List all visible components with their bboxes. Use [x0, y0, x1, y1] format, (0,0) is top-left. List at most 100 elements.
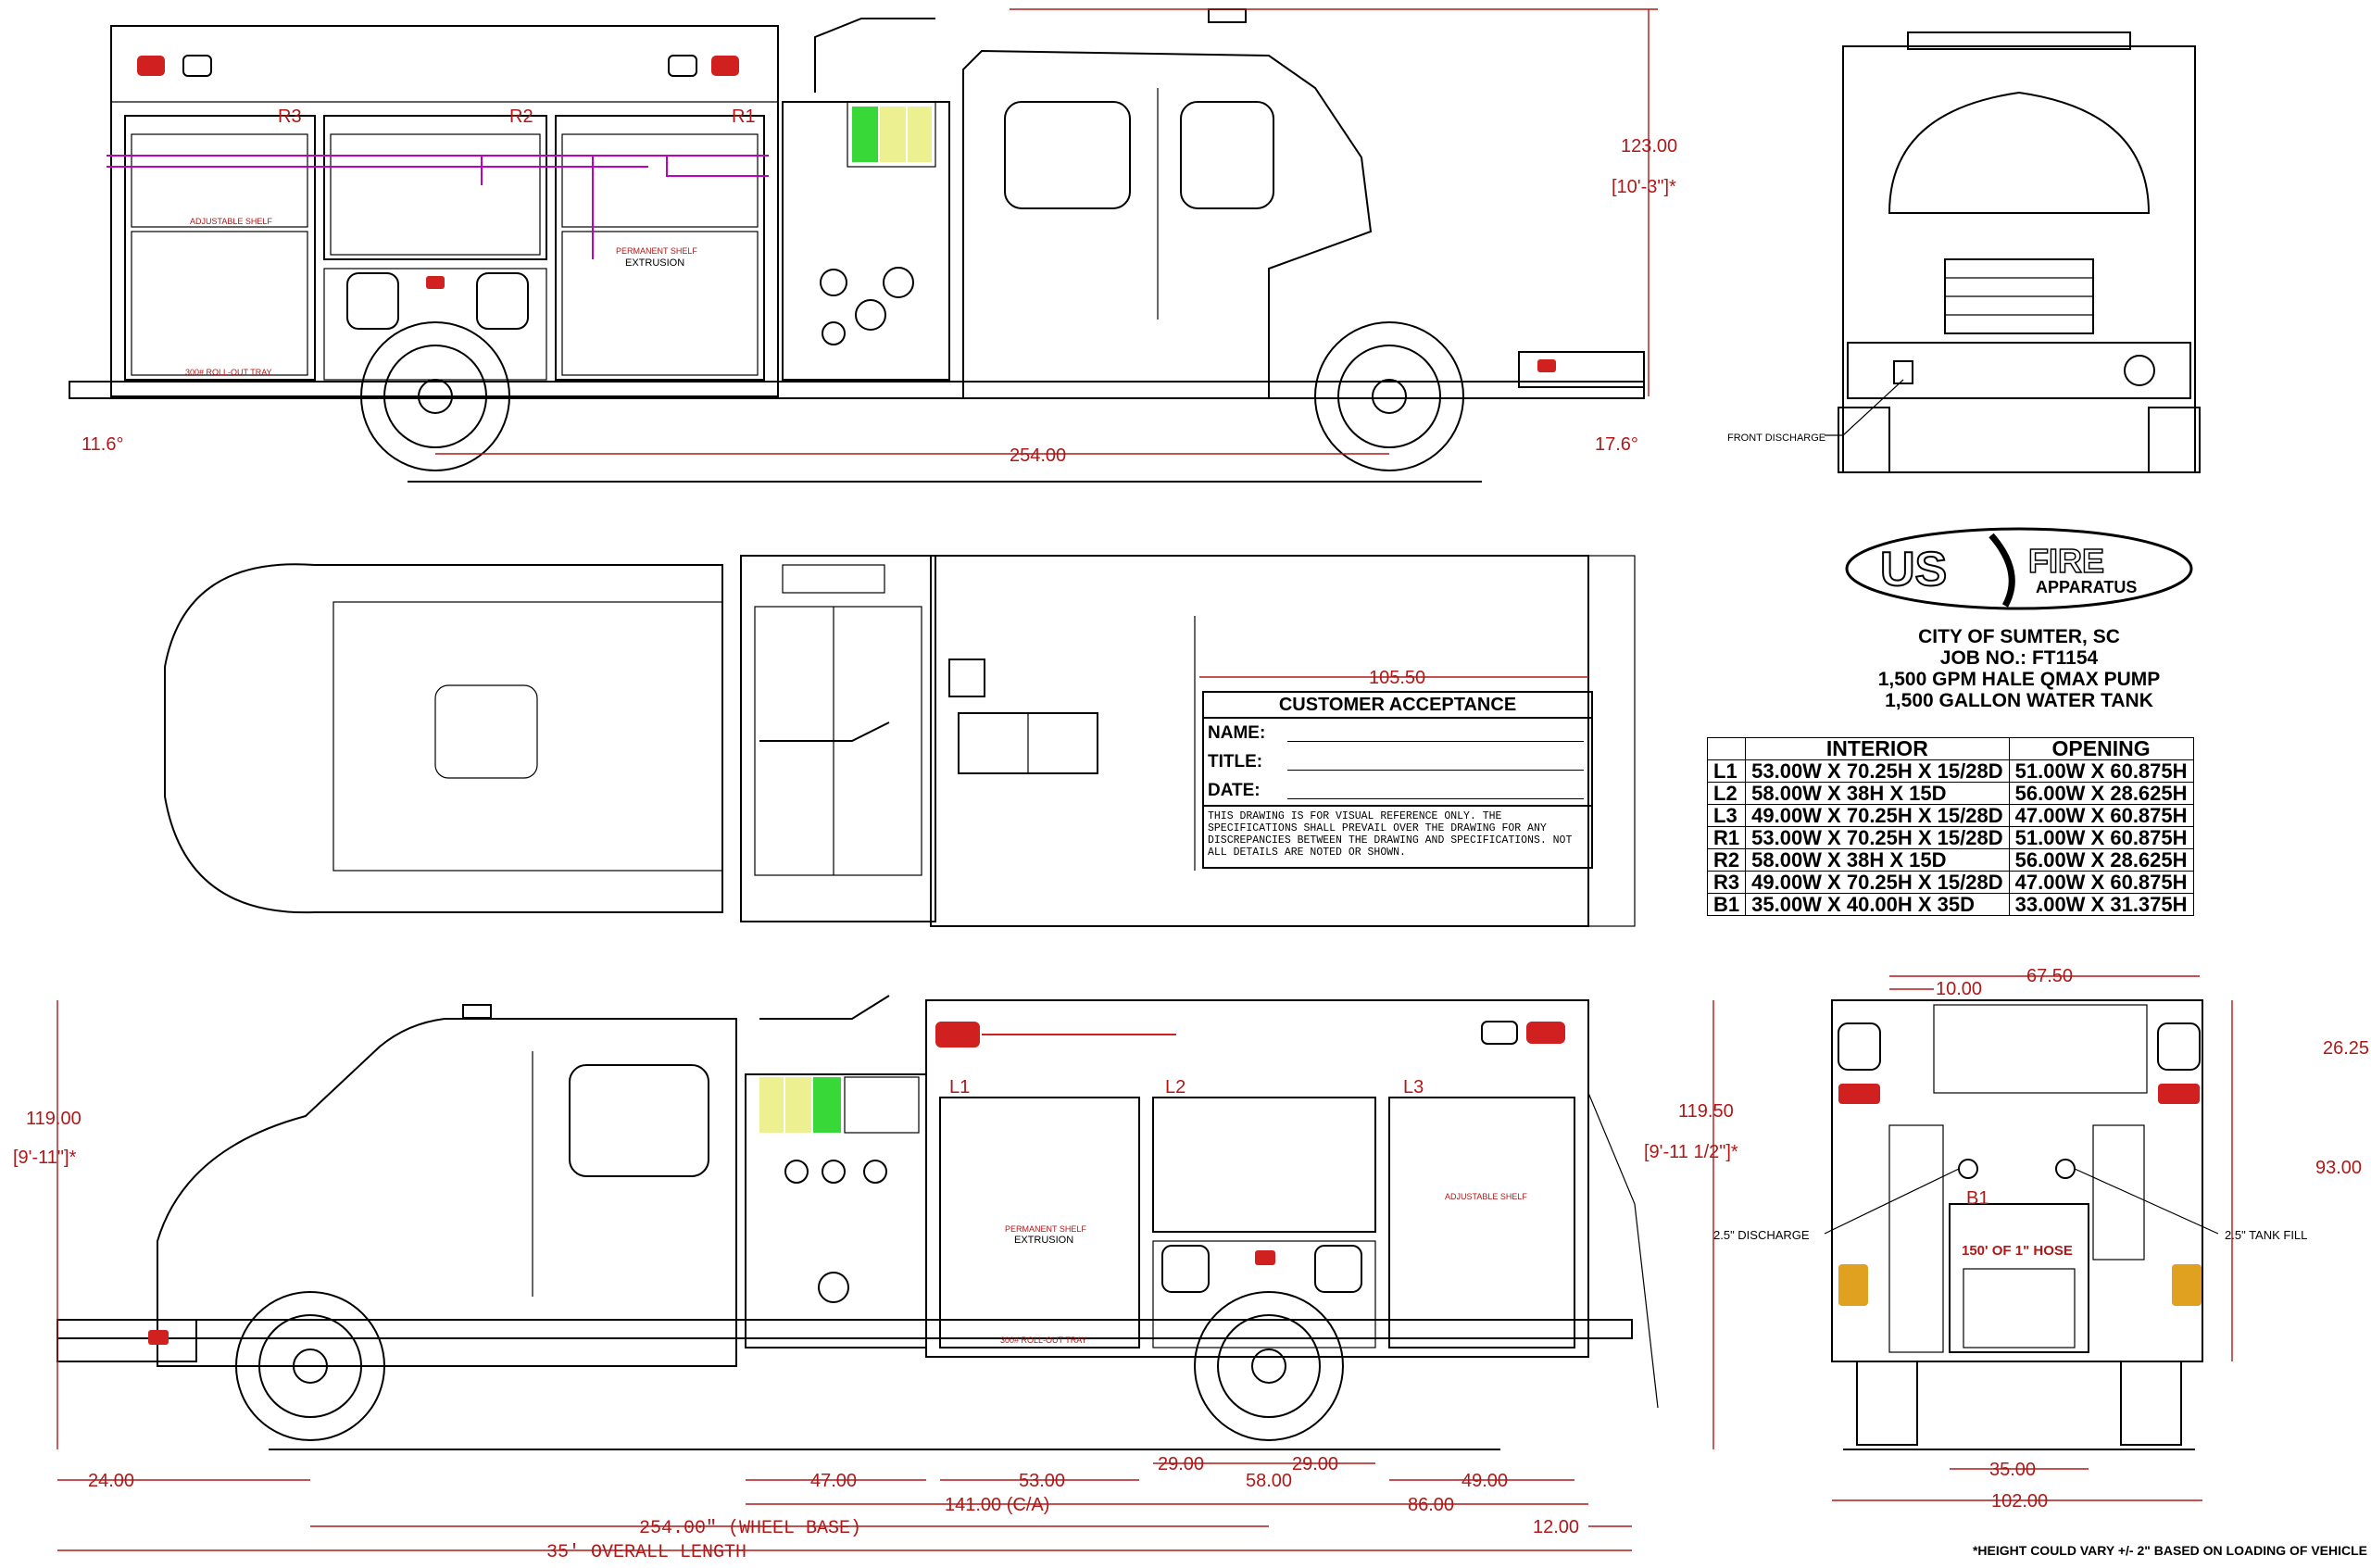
- table-cell: B1: [1706, 893, 1747, 916]
- label-r2: R2: [509, 107, 533, 127]
- label-permanent-shelf-l: PERMANENT SHELF: [1005, 1224, 1086, 1234]
- height-footnote: *HEIGHT COULD VARY +/- 2" BASED ON LOADI…: [1972, 1543, 2367, 1558]
- acceptance-date-label: DATE:: [1208, 781, 1261, 800]
- table-cell: 47.00W X 60.875H: [2008, 804, 2194, 827]
- label-rollout-tray: 300# ROLL-OUT TRAY: [185, 368, 272, 377]
- logo-apparatus: APPARATUS: [2036, 578, 2137, 596]
- compartment-b1: [1949, 1203, 2089, 1353]
- dim-rear-overall-width: 102.00: [1991, 1491, 2048, 1512]
- dim-rear-lower: 93.00: [2315, 1158, 2362, 1178]
- table-cell: 33.00W X 31.375H: [2008, 893, 2194, 916]
- table-cell: 35.00W X 40.00H X 35D: [1745, 893, 2010, 916]
- compartment-l2: [1152, 1097, 1376, 1233]
- dim-rear-overhang: 12.00: [1533, 1517, 1579, 1537]
- customer-acceptance-box: CUSTOMER ACCEPTANCE NAME: TITLE: DATE: T…: [1202, 691, 1593, 869]
- table-header-cell: INTERIOR: [1745, 737, 2010, 760]
- label-discharge: 2.5" DISCHARGE: [1713, 1228, 1810, 1242]
- table-cell: L2: [1706, 782, 1747, 805]
- acceptance-title-field[interactable]: TITLE:: [1204, 747, 1591, 776]
- dim-l2-half-b: 29.00: [1292, 1454, 1338, 1474]
- compartment-r3: [124, 115, 316, 381]
- compartment-l1: [939, 1097, 1140, 1348]
- label-l2: L2: [1165, 1077, 1186, 1098]
- dim-departure-angle: 17.6°: [1595, 434, 1638, 455]
- table-cell: 56.00W X 28.625H: [2008, 848, 2194, 872]
- table-cell: R1: [1706, 826, 1747, 849]
- table-cell: R2: [1706, 848, 1747, 872]
- table-cell: 58.00W X 38H X 15D: [1745, 848, 2010, 872]
- dim-cab-height-ft: [9'-11"]*: [13, 1148, 77, 1168]
- dim-overall-height-ft: [10'-3"]*: [1612, 177, 1676, 197]
- label-r1: R1: [732, 107, 756, 127]
- label-rollout-tray-l: 300# ROLL-OUT TRAY: [1000, 1336, 1087, 1345]
- left-side-view: L1 L2 L3 PERMANENT SHELF EXTRUSION ADJUS…: [13, 995, 1738, 1563]
- dim-body-height-ft: [9'-11 1/2"]*: [1644, 1142, 1738, 1162]
- logo-us: US: [1880, 543, 1947, 596]
- dim-approach-angle: 11.6°: [82, 434, 123, 455]
- label-adjustable-shelf-l: ADJUSTABLE SHELF: [1445, 1192, 1527, 1201]
- job-city: CITY OF SUMTER, SC: [1918, 626, 2120, 647]
- job-number: JOB NO.: FT1154: [1939, 647, 2099, 669]
- acceptance-title: CUSTOMER ACCEPTANCE: [1204, 693, 1591, 719]
- table-cell: L1: [1706, 759, 1747, 783]
- dim-pump-panel: 47.00: [810, 1471, 857, 1491]
- job-info: CITY OF SUMTER, SC JOB NO.: FT1154 1,500…: [1815, 626, 2223, 711]
- dim-l1-width: 53.00: [1019, 1471, 1065, 1491]
- us-fire-apparatus-logo: US FIRE APPARATUS: [1845, 527, 2193, 610]
- label-l1: L1: [949, 1077, 970, 1098]
- table-cell: R3: [1706, 871, 1747, 894]
- label-extrusion-l: EXTRUSION: [1014, 1235, 1073, 1246]
- table-cell: 51.00W X 60.875H: [2008, 759, 2194, 783]
- top-view: 105.50: [164, 555, 1636, 927]
- acceptance-disclaimer: THIS DRAWING IS FOR VISUAL REFERENCE ONL…: [1204, 805, 1591, 864]
- dim-overall-length: 35' OVERALL LENGTH: [546, 1542, 746, 1563]
- table-header: INTERIOR OPENING: [1706, 737, 2194, 760]
- label-adjustable-shelf: ADJUSTABLE SHELF: [190, 217, 272, 226]
- compartment-r1: [555, 115, 765, 381]
- table-cell: 56.00W X 28.625H: [2008, 782, 2194, 805]
- label-front-discharge: FRONT DISCHARGE: [1727, 433, 1825, 444]
- dim-cab-to-axle: 141.00 (C/A): [945, 1495, 1049, 1515]
- dim-top-width: 105.50: [1369, 668, 1425, 688]
- table-header-cell: [1706, 737, 1747, 760]
- dim-l3-width: 49.00: [1461, 1471, 1508, 1491]
- dim-front-overhang: 24.00: [88, 1471, 134, 1491]
- acceptance-date-field[interactable]: DATE:: [1204, 776, 1591, 805]
- dim-rear-offset: 10.00: [1936, 979, 1982, 999]
- compartment-l3: [1388, 1097, 1575, 1348]
- table-cell: 49.00W X 70.25H X 15/28D: [1745, 804, 2010, 827]
- label-r3: R3: [278, 107, 302, 127]
- dim-l2-width: 58.00: [1246, 1471, 1292, 1491]
- dim-overall-height: 123.00: [1621, 136, 1677, 157]
- dim-l2-half-a: 29.00: [1158, 1454, 1204, 1474]
- dim-rear-b1: 35.00: [1989, 1460, 2036, 1480]
- front-view: FRONT DISCHARGE: [1727, 31, 2201, 473]
- acceptance-name-field[interactable]: NAME:: [1204, 719, 1591, 747]
- table-cell: 53.00W X 70.25H X 15/28D: [1745, 826, 2010, 849]
- table-cell: 53.00W X 70.25H X 15/28D: [1745, 759, 2010, 783]
- table-cell: 58.00W X 38H X 15D: [1745, 782, 2010, 805]
- acceptance-title-label: TITLE:: [1208, 752, 1263, 771]
- table-cell: 47.00W X 60.875H: [2008, 871, 2194, 894]
- table-cell: 49.00W X 70.25H X 15/28D: [1745, 871, 2010, 894]
- label-l3: L3: [1403, 1077, 1424, 1098]
- logo-fire: FIRE: [2028, 542, 2104, 580]
- right-side-view: R3 R2 R1 ADJUSTABLE SHELF PERMANENT SHEL…: [69, 8, 1677, 483]
- dim-axle-to-body: 86.00: [1408, 1495, 1454, 1515]
- rear-view: B1 150' OF 1" HOSE 2.5" DISCHARGE 2.5" T…: [1713, 966, 2369, 1512]
- dim-wheelbase: 254.00" (WHEEL BASE): [639, 1518, 861, 1539]
- label-permanent-shelf: PERMANENT SHELF: [616, 246, 697, 256]
- label-tank-fill: 2.5" TANK FILL: [2225, 1228, 2307, 1242]
- label-b1: B1: [1966, 1188, 1988, 1209]
- job-tank: 1,500 GALLON WATER TANK: [1885, 690, 2153, 711]
- dim-body-height: 119.50: [1678, 1101, 1734, 1122]
